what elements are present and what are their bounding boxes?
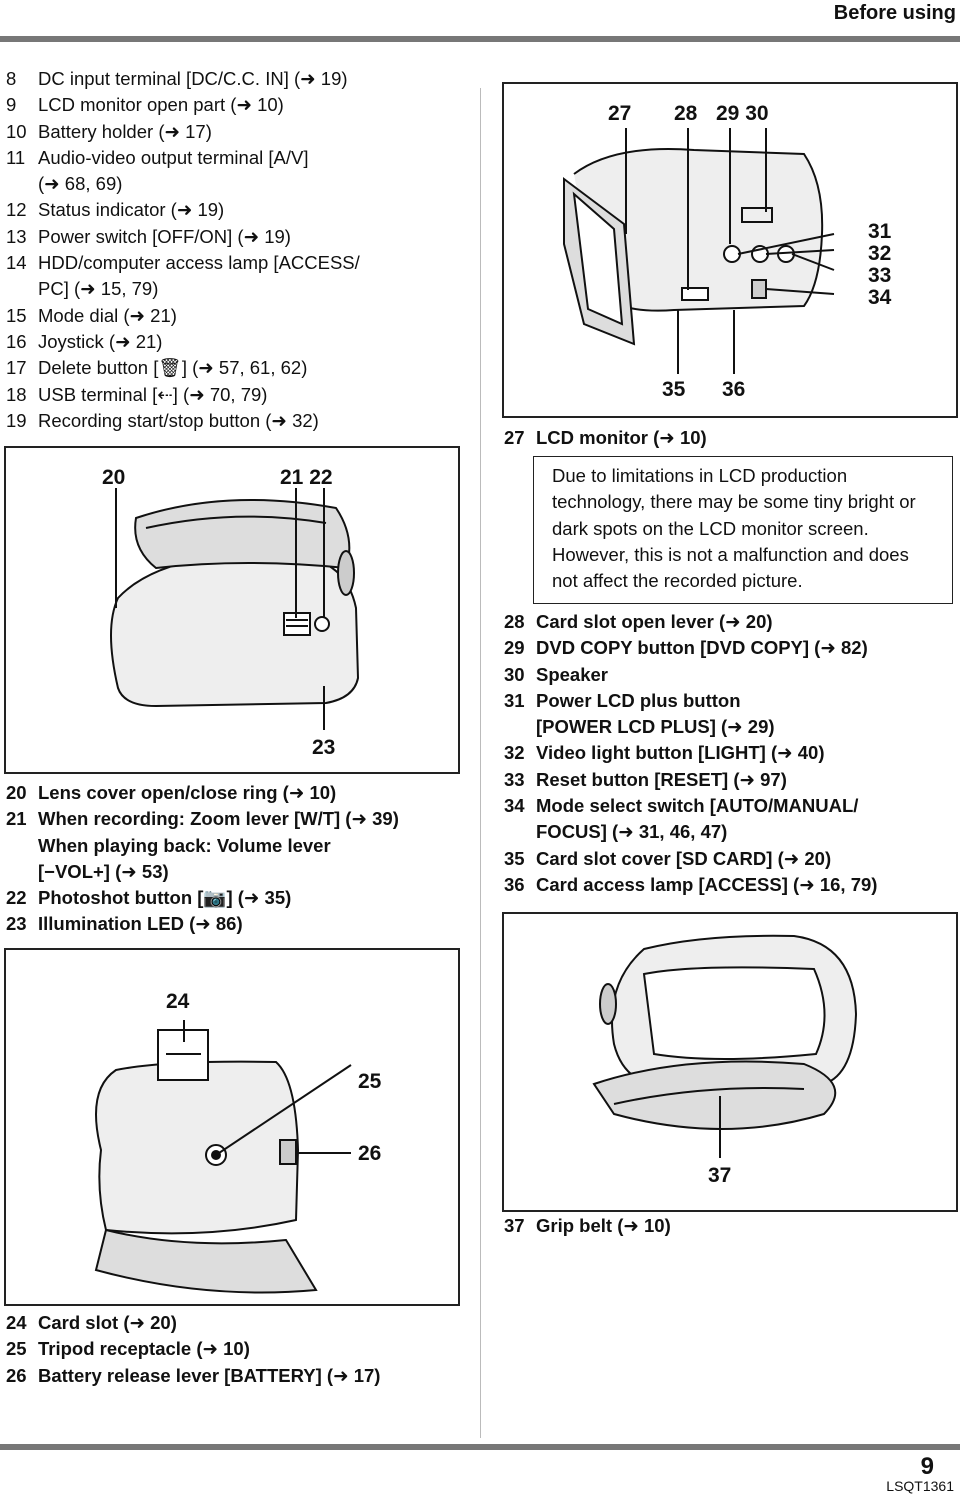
callout-21-22: 21 22 xyxy=(280,466,333,489)
camcorder-side-figure: 27 28 29 30 31 32 33 34 35 36 xyxy=(502,82,958,418)
callout-36: 36 xyxy=(722,378,746,401)
camcorder-bottom-figure: 24 25 26 xyxy=(4,948,460,1306)
callout-26: 26 xyxy=(358,1142,382,1165)
document-code: LSQT1361 xyxy=(886,1478,954,1494)
lcd-note-box: Due to limitations in LCD production tec… xyxy=(533,456,953,604)
callout-24: 24 xyxy=(166,990,190,1013)
camcorder-front-figure: 20 21 22 23 xyxy=(4,446,460,774)
camcorder-bottom-illustration xyxy=(94,1020,352,1294)
callout-25: 25 xyxy=(358,1070,382,1093)
footer-rule xyxy=(0,1444,960,1450)
callout-32: 32 xyxy=(868,242,892,265)
callout-29-30: 29 30 xyxy=(716,102,769,125)
column-divider xyxy=(480,88,481,1438)
grip-belt-illustration xyxy=(592,934,858,1158)
camcorder-front-illustration xyxy=(110,488,360,730)
callout-20: 20 xyxy=(102,466,126,489)
callout-33: 33 xyxy=(868,264,892,287)
grip-belt-figure: 37 xyxy=(502,912,958,1212)
list-item: FOCUS] (➜ 31, 46, 47) xyxy=(536,821,728,843)
list-item: [−VOL+] (➜ 53) xyxy=(38,860,169,882)
callout-31: 31 xyxy=(868,220,892,243)
page-number: 9 xyxy=(920,1453,934,1480)
list-item: When playing back: Volume lever xyxy=(38,834,331,856)
camcorder-side-illustration xyxy=(563,128,835,374)
list-item: [POWER LCD PLUS] (➜ 29) xyxy=(536,716,775,738)
list-item: PC] (➜ 15, 79) xyxy=(38,278,159,300)
callout-35: 35 xyxy=(662,378,686,401)
callout-37: 37 xyxy=(708,1164,732,1187)
callout-28: 28 xyxy=(674,102,698,125)
section-title: Before using xyxy=(833,2,956,24)
list-item: (➜ 68, 69) xyxy=(38,173,123,195)
callout-34: 34 xyxy=(868,286,892,309)
callout-23: 23 xyxy=(312,736,336,759)
callout-27: 27 xyxy=(608,102,632,125)
header-rule xyxy=(0,36,960,42)
